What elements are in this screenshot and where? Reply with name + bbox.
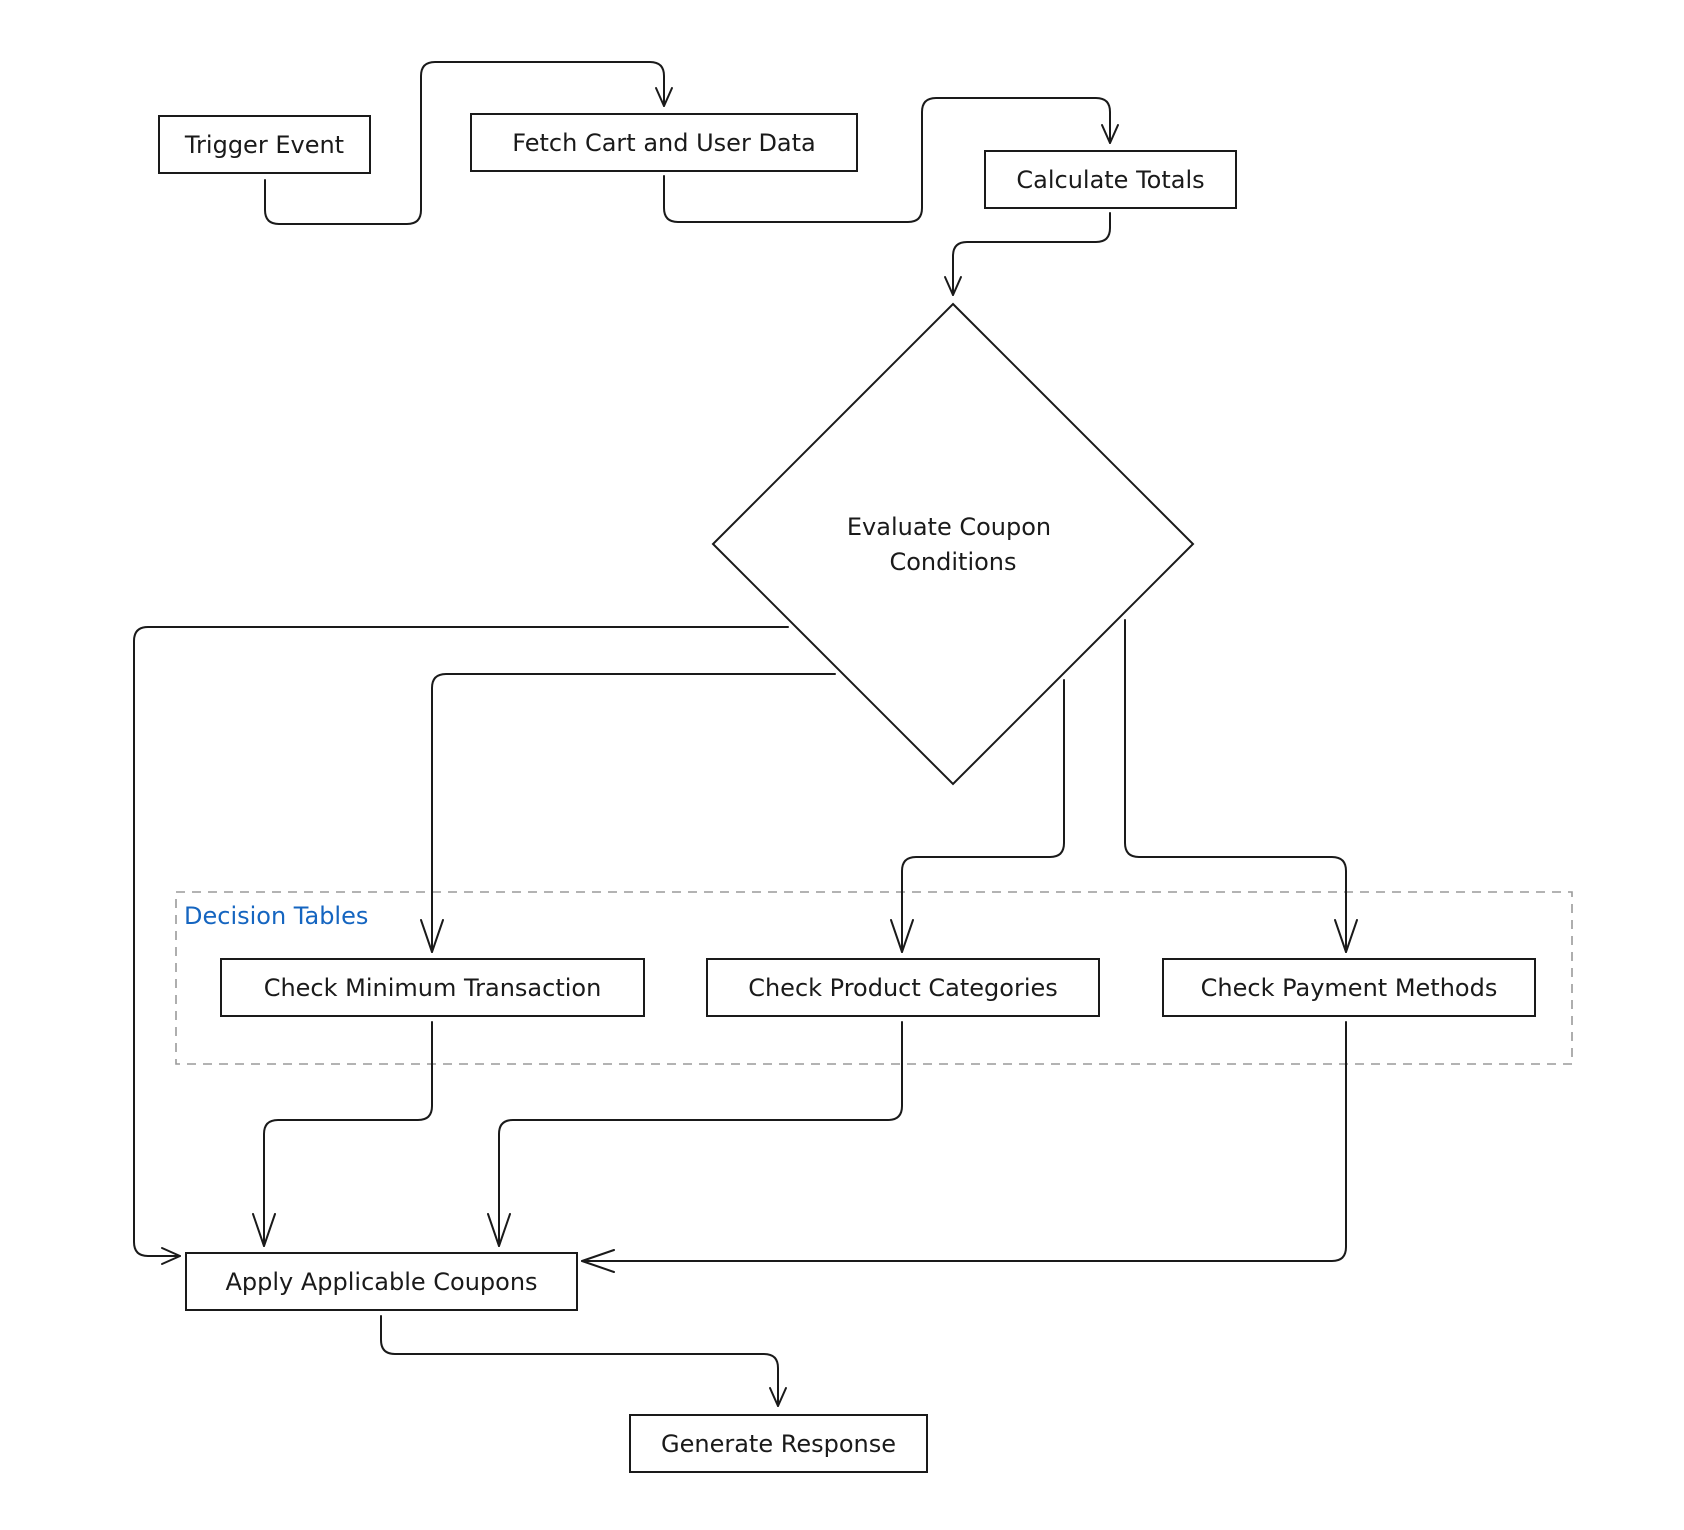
apply-applicable-coupons-node: Apply Applicable Coupons: [185, 1252, 578, 1311]
check-minimum-transaction-node: Check Minimum Transaction: [220, 958, 645, 1017]
evaluate-coupon-conditions-node: Evaluate Coupon Conditions: [711, 302, 1195, 786]
edge-fetch-to-calculate: [663, 97, 1119, 223]
trigger-event-node: Trigger Event: [158, 115, 371, 174]
calculate-totals-node: Calculate Totals: [984, 150, 1237, 209]
edge-calculate-to-evaluate: [944, 212, 1111, 296]
edge-trigger-to-fetch: [264, 61, 673, 225]
edges: [133, 61, 1358, 1407]
edge-evaluate-to-check-categories: [890, 679, 1065, 953]
edge-check-payment-to-apply: [581, 1021, 1347, 1273]
edge-evaluate-to-check-minimum: [420, 673, 836, 953]
edge-evaluate-to-apply-left: [133, 626, 789, 1265]
fetch-cart-and-user-data-node: Fetch Cart and User Data: [470, 113, 858, 172]
check-product-categories-node: Check Product Categories: [706, 958, 1100, 1017]
check-product-categories-label: Check Product Categories: [748, 974, 1058, 1002]
generate-response-node: Generate Response: [629, 1414, 928, 1473]
check-minimum-transaction-label: Check Minimum Transaction: [264, 974, 602, 1002]
decision-tables-group-label: Decision Tables: [184, 902, 368, 930]
edge-check-minimum-to-apply: [252, 1021, 433, 1247]
evaluate-coupon-conditions-label-line2: Conditions: [889, 548, 1016, 576]
apply-applicable-coupons-label: Apply Applicable Coupons: [225, 1268, 537, 1296]
trigger-event-label: Trigger Event: [184, 131, 344, 159]
edge-evaluate-to-check-payment: [1124, 619, 1358, 953]
calculate-totals-label: Calculate Totals: [1016, 166, 1204, 194]
generate-response-label: Generate Response: [661, 1430, 896, 1458]
edge-apply-to-generate: [380, 1315, 787, 1407]
fetch-cart-and-user-data-label: Fetch Cart and User Data: [512, 129, 816, 157]
check-payment-methods-label: Check Payment Methods: [1201, 974, 1498, 1002]
check-payment-methods-node: Check Payment Methods: [1162, 958, 1536, 1017]
evaluate-coupon-conditions-label-line1: Evaluate Coupon: [847, 513, 1051, 541]
edge-check-categories-to-apply: [487, 1021, 903, 1247]
decision-diamond: [711, 302, 1195, 786]
